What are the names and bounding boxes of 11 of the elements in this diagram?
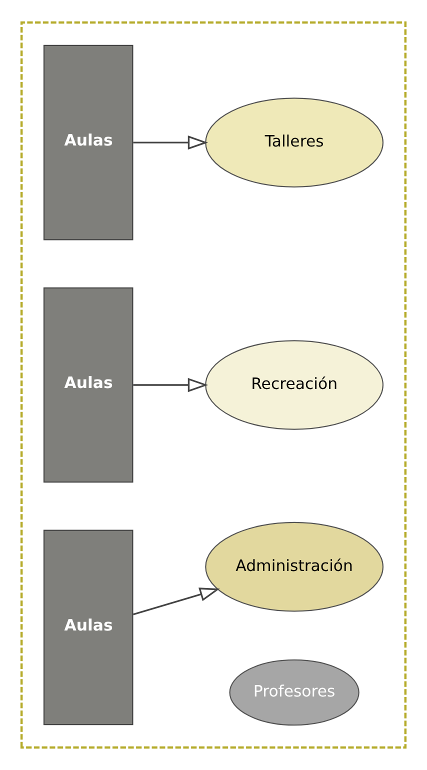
node-ellipse: Profesores [229, 659, 360, 726]
arrow [133, 135, 208, 150]
node-box: Aulas [43, 287, 134, 483]
arrow [132, 588, 220, 616]
node-box: Aulas [43, 530, 134, 726]
node-ellipse: Talleres [205, 98, 384, 188]
arrow [133, 378, 208, 392]
node-ellipse: Administración [205, 522, 384, 612]
node-ellipse: Recreación [205, 340, 384, 430]
cluster [20, 21, 407, 749]
node-box: Aulas [43, 44, 134, 240]
